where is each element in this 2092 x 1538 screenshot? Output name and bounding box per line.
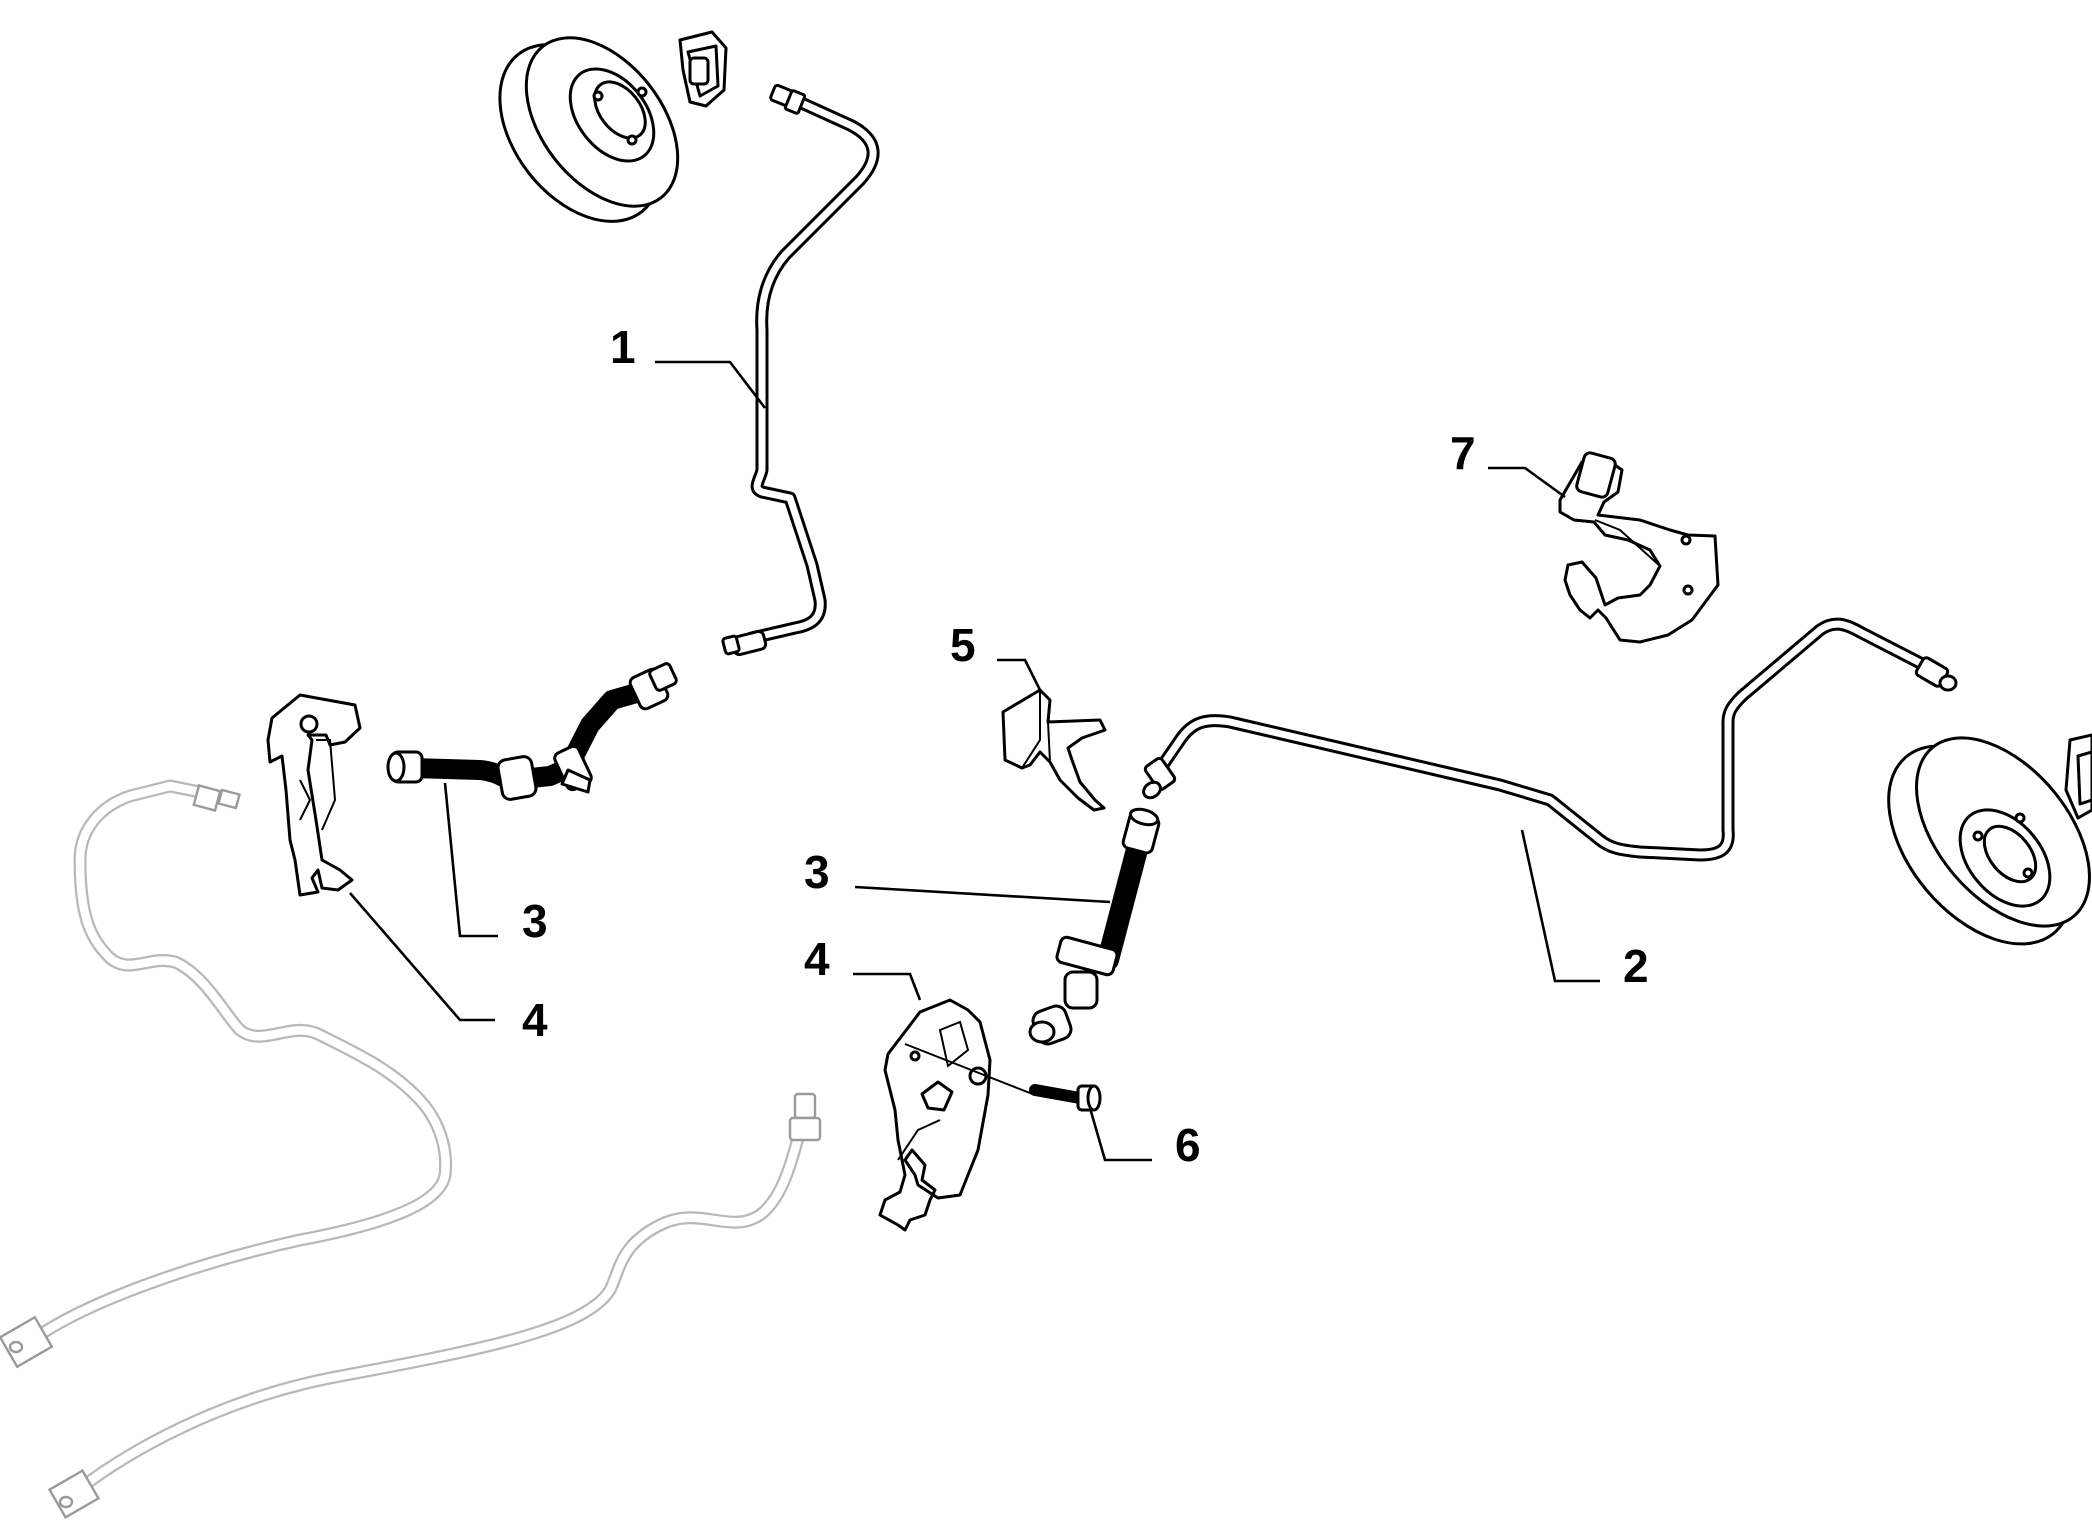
callout-5: 5: [950, 619, 976, 671]
callout-3-center: 3: [804, 846, 830, 898]
leader-6: [1088, 1107, 1152, 1162]
callout-4-left: 4: [522, 994, 548, 1046]
leader-5: [997, 658, 1042, 691]
callout-2: 2: [1623, 940, 1649, 992]
callout-4-center: 4: [804, 933, 830, 985]
brake-pipe-2: [1142, 617, 1958, 862]
callout-labels: 1 2 3 3 4 4 5 6 7: [522, 321, 1649, 1171]
brake-caliper-top: [678, 30, 728, 108]
leader-1: [655, 360, 767, 409]
leader-4a: [349, 892, 495, 1022]
callout-1: 1: [610, 321, 636, 373]
brake-caliper-right: [2064, 733, 2092, 820]
callout-6: 6: [1175, 1119, 1201, 1171]
brake-pipe-1: [721, 83, 880, 657]
bolt-6: [904, 1043, 1102, 1112]
brake-hose-3-center: [1028, 807, 1161, 1046]
callout-3-left: 3: [522, 895, 548, 947]
bracket-4-center: [878, 998, 992, 1232]
clip-5: [1001, 688, 1107, 812]
leader-4b: [853, 972, 922, 1001]
bracket-4-left: [266, 693, 362, 897]
leader-3a: [443, 782, 498, 938]
bracket-7: [1558, 451, 1720, 644]
brake-disc-top: [498, 36, 680, 223]
brake-hose-3-left: [386, 662, 678, 801]
ghost-pipe-left-lower: [47, 1092, 822, 1519]
brake-disc-right: [1887, 736, 2091, 946]
callout-7: 7: [1450, 427, 1476, 479]
leader-lines: [349, 360, 1600, 1162]
ghost-pipe-left-upper: [0, 779, 453, 1369]
leader-2: [1520, 829, 1600, 983]
leader-3b: [854, 885, 1111, 904]
leader-7: [1488, 466, 1566, 499]
